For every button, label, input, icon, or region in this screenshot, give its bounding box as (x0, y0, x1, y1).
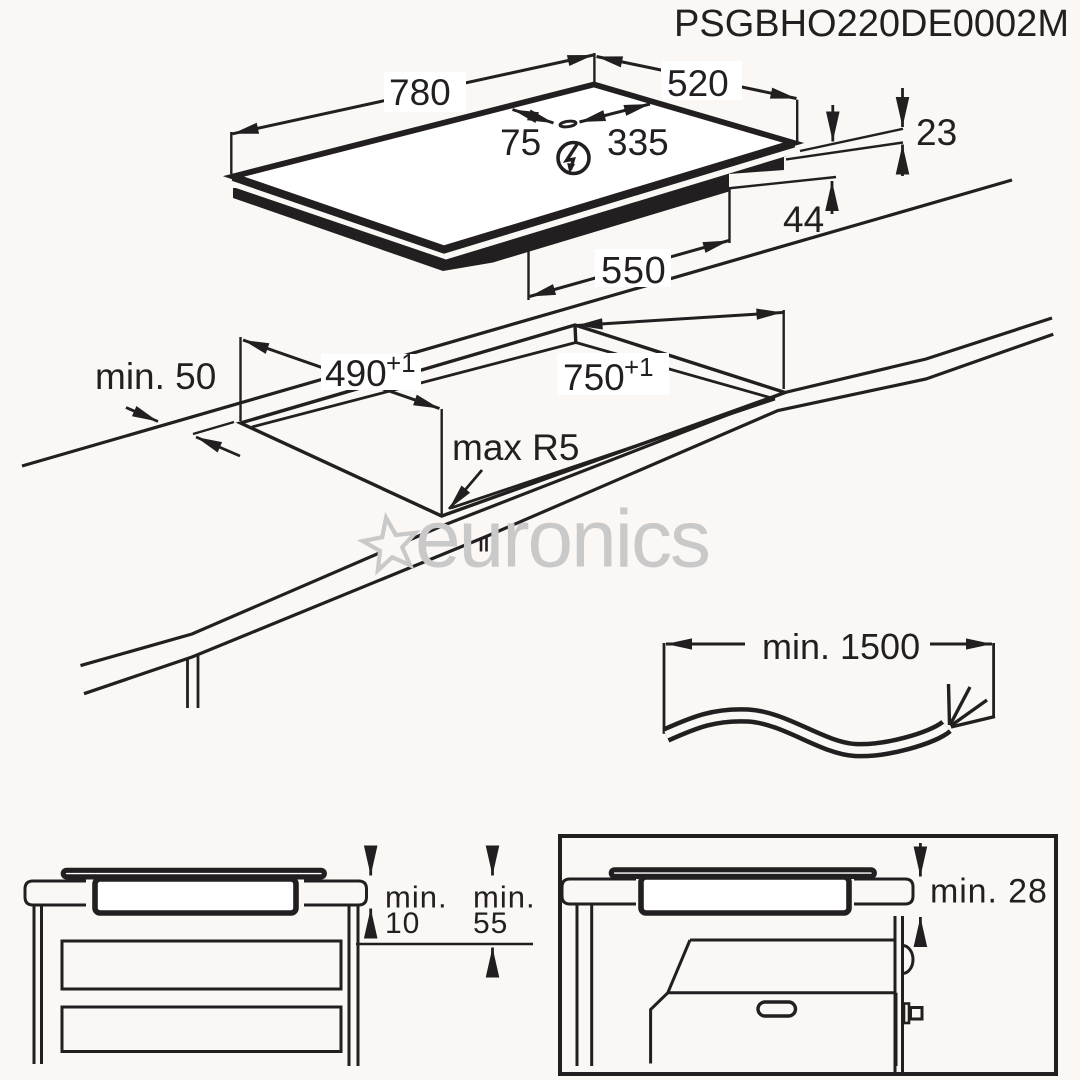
svg-text:+1: +1 (624, 352, 654, 382)
svg-text:min. 28: min. 28 (930, 873, 1048, 911)
svg-text:44: 44 (783, 199, 824, 240)
svg-text:75: 75 (500, 122, 541, 163)
svg-text:euronics: euronics (415, 494, 709, 585)
svg-text:PSGBHO220DE0002M: PSGBHO220DE0002M (674, 3, 1069, 45)
svg-text:750: 750 (563, 357, 625, 398)
svg-text:23: 23 (916, 112, 957, 153)
svg-text:10: 10 (385, 907, 420, 940)
svg-text:550: 550 (601, 250, 667, 292)
svg-text:min.: min. (385, 880, 448, 915)
svg-text:+1: +1 (386, 348, 416, 378)
svg-text:520: 520 (667, 63, 729, 104)
svg-text:335: 335 (607, 122, 669, 163)
svg-text:490: 490 (325, 353, 387, 394)
svg-text:min. 50: min. 50 (95, 356, 216, 397)
svg-text:780: 780 (389, 72, 451, 113)
svg-text:max R5: max R5 (452, 427, 579, 468)
svg-text:min.: min. (473, 880, 536, 915)
svg-text:55: 55 (473, 907, 508, 940)
svg-text:min. 1500: min. 1500 (762, 626, 920, 667)
